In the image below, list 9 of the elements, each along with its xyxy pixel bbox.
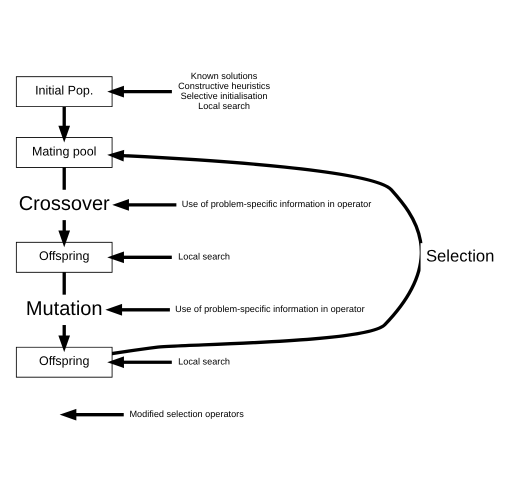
node-text: Modified selection operators: [129, 408, 244, 419]
node-text: Mutation: [26, 297, 103, 320]
node-text: Crossover: [18, 192, 110, 215]
node-text: Use of problem-specific information in operator: [182, 198, 372, 209]
node-text: Local search: [178, 251, 230, 262]
node-text: Known solutions Constructive heuristics Selective initialisation Local search: [178, 70, 270, 110]
node-text: Use of problem-specific information in operator: [175, 304, 365, 314]
edge-label: Selection: [426, 246, 494, 265]
node-text: Local search: [178, 356, 230, 366]
